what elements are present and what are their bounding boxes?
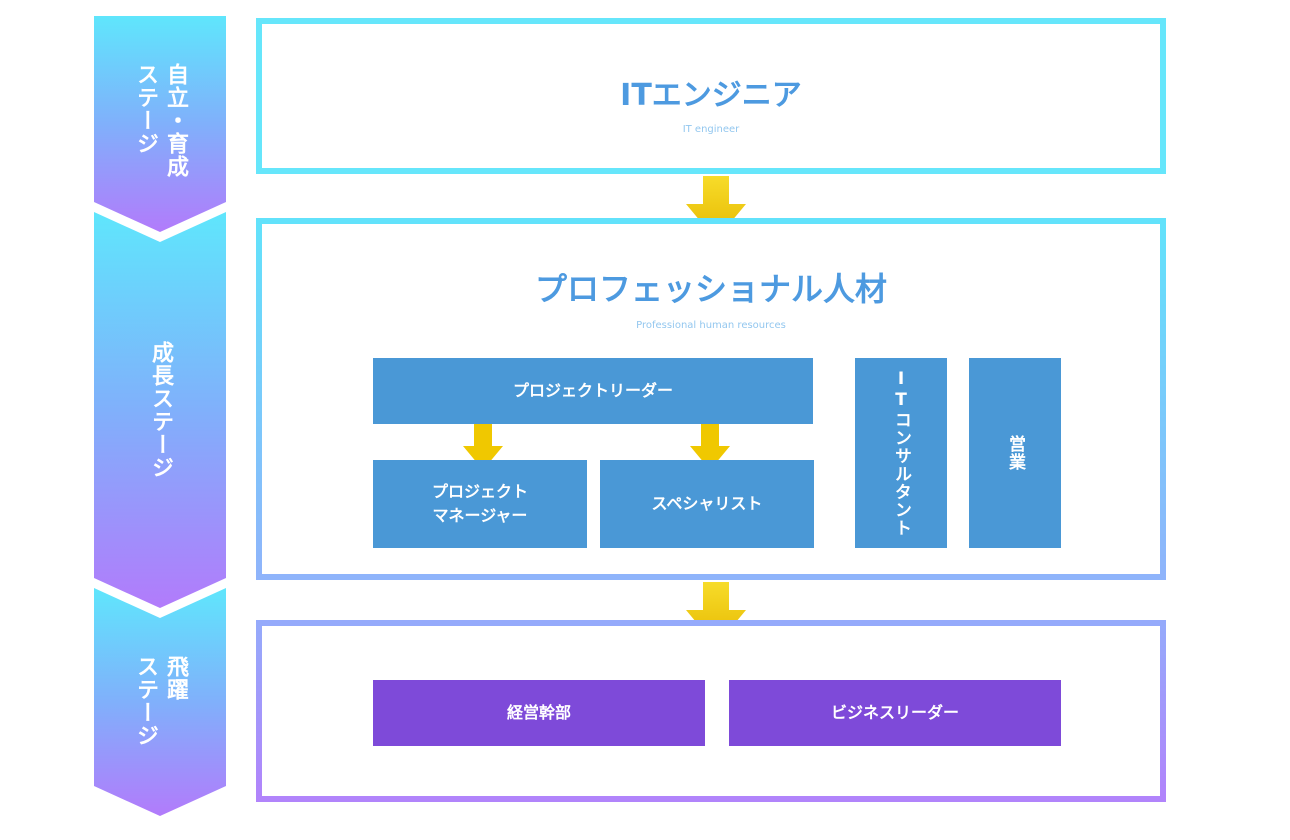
project-manager-label-line1: プロジェクト [431, 482, 528, 501]
it-consultant-box: ITコンサルタント [855, 358, 947, 548]
it-consultant-label: ITコンサルタント [891, 369, 911, 537]
stage-arrows-graphic [94, 16, 226, 816]
professional-subtitle: Professional human resources [636, 320, 786, 331]
it-engineer-frame: ITエンジニア IT engineer [256, 18, 1166, 174]
project-manager-box: プロジェクト マネージャー [373, 460, 587, 548]
project-leader-box: プロジェクトリーダー [373, 358, 813, 424]
down-arrow-small-icon [690, 424, 730, 470]
stage-1-text: 自立・育成ステージ [130, 63, 190, 178]
down-arrow-icon [686, 176, 746, 240]
it-engineer-title: ITエンジニア [620, 78, 802, 113]
professional-frame: プロフェッショナル人材 Professional human resources… [256, 218, 1166, 580]
it-engineer-subtitle: IT engineer [682, 124, 740, 135]
stage-2-label: 成長ステージ [94, 252, 226, 568]
project-manager-label-line2: マネージャー [432, 506, 528, 525]
stage-2-text: 成長ステージ [148, 341, 173, 479]
project-leader-label: プロジェクトリーダー [512, 381, 673, 400]
stage-3-text: 飛躍ステージ [130, 655, 190, 747]
down-arrow-small-icon [463, 424, 503, 470]
stage-1-line-2: ステージ [133, 62, 158, 155]
stage-1-line-1: 自立・育成 [163, 62, 188, 178]
professional-title: プロフェッショナル人材 [534, 270, 887, 308]
stage-3-label: 飛躍ステージ [94, 626, 226, 776]
stage-3-line-1: 飛躍 [163, 655, 188, 701]
down-arrow-icon [686, 582, 746, 646]
stage-1-shape [94, 16, 226, 232]
business-leader-label: ビジネスリーダー [830, 703, 959, 722]
management-box: 経営幹部 [373, 680, 705, 746]
stage-1-label: 自立・育成ステージ [94, 40, 226, 200]
stage-3-shape [94, 588, 226, 816]
management-label: 経営幹部 [506, 703, 571, 722]
specialist-label: スペシャリスト [651, 494, 763, 513]
sales-box: 営業 [969, 358, 1061, 548]
business-leader-box: ビジネスリーダー [729, 680, 1061, 746]
stage-2-shape [94, 212, 226, 608]
stage-column: 自立・育成ステージ 成長ステージ 飛躍ステージ [94, 16, 226, 816]
sales-label: 営業 [1005, 435, 1025, 471]
executive-frame: 経営幹部 ビジネスリーダー [256, 620, 1166, 802]
specialist-box: スペシャリスト [600, 460, 814, 548]
stage-3-line-2: ステージ [133, 655, 158, 747]
